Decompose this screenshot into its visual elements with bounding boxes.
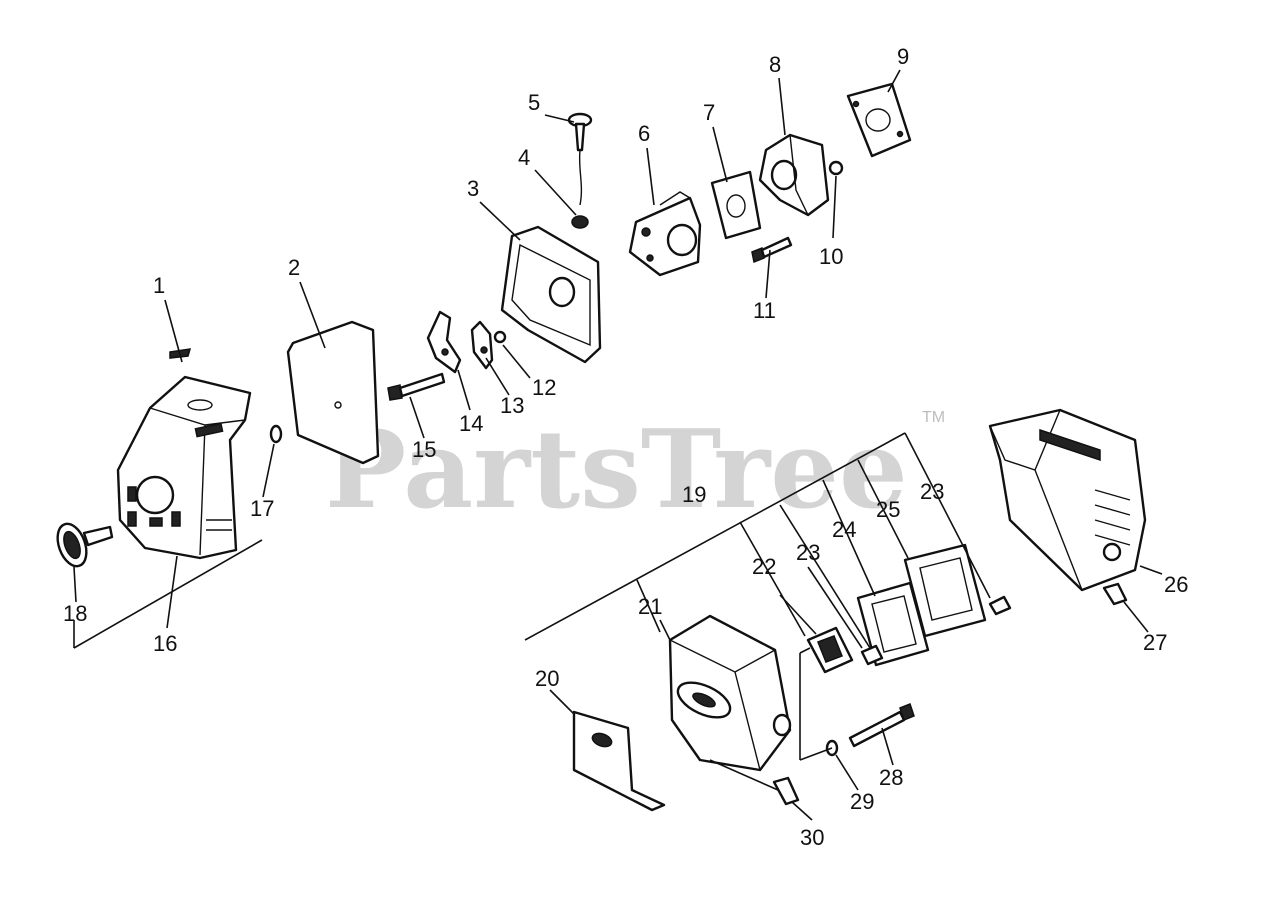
label-19[interactable]: 19 <box>682 482 706 507</box>
label-12[interactable]: 12 <box>532 375 556 400</box>
part-7-gasket[interactable] <box>710 170 762 240</box>
part-6-carburetor[interactable] <box>628 191 702 277</box>
label-6[interactable]: 6 <box>638 121 650 146</box>
label-20[interactable]: 20 <box>535 666 559 691</box>
label-1[interactable]: 1 <box>153 273 165 298</box>
part-21-muffler[interactable] <box>668 614 792 772</box>
part-17-o-ring[interactable] <box>269 424 283 444</box>
leader-lines <box>73 69 1163 821</box>
label-23-left[interactable]: 23 <box>796 540 820 565</box>
label-17[interactable]: 17 <box>250 496 274 521</box>
label-29[interactable]: 29 <box>850 789 874 814</box>
label-30[interactable]: 30 <box>800 825 824 850</box>
label-27[interactable]: 27 <box>1143 630 1167 655</box>
part-26-muffler-cover[interactable] <box>988 408 1147 592</box>
part-22-spark-screen[interactable] <box>806 626 854 674</box>
part-30-screw[interactable] <box>772 776 800 806</box>
part-10-nut[interactable] <box>828 160 844 176</box>
part-11-screw[interactable] <box>751 236 793 264</box>
part-5-choke-rod[interactable] <box>567 112 593 206</box>
part-9-gasket-plate[interactable] <box>846 82 912 158</box>
label-11[interactable]: 11 <box>753 298 776 323</box>
label-23-right[interactable]: 23 <box>920 479 944 504</box>
watermark-trademark: TM <box>922 409 945 426</box>
label-8[interactable]: 8 <box>769 52 781 77</box>
label-2[interactable]: 2 <box>288 255 300 280</box>
label-24[interactable]: 24 <box>832 517 856 542</box>
part-14-bracket[interactable] <box>426 310 462 374</box>
label-15[interactable]: 15 <box>412 437 436 462</box>
part-24-plate[interactable] <box>856 581 930 667</box>
label-28[interactable]: 28 <box>879 765 903 790</box>
part-8-insulator[interactable] <box>758 133 830 217</box>
watermark-text: PartsTree <box>325 407 908 533</box>
part-18-knob[interactable] <box>52 520 114 570</box>
label-14[interactable]: 14 <box>459 411 483 436</box>
part-13-choke-plate[interactable] <box>470 320 494 370</box>
part-16-air-cleaner-cover[interactable] <box>116 375 252 560</box>
part-27-screw[interactable] <box>1102 582 1128 606</box>
part-15-bolt[interactable] <box>387 372 446 401</box>
label-22[interactable]: 22 <box>752 554 776 579</box>
label-4[interactable]: 4 <box>518 145 530 170</box>
part-12-washer[interactable] <box>493 330 507 344</box>
label-5[interactable]: 5 <box>528 90 540 115</box>
part-4-grommet[interactable] <box>571 215 589 229</box>
label-7[interactable]: 7 <box>703 100 715 125</box>
label-9[interactable]: 9 <box>897 44 909 69</box>
label-3[interactable]: 3 <box>467 176 479 201</box>
label-26[interactable]: 26 <box>1164 572 1188 597</box>
part-28-long-bolt[interactable] <box>848 703 915 748</box>
part-labels: 1 2 3 4 5 6 7 8 9 10 11 12 13 14 15 16 1… <box>63 44 1188 850</box>
part-23-bolt-left[interactable] <box>860 644 884 666</box>
part-2-air-filter[interactable] <box>286 320 380 465</box>
label-16[interactable]: 16 <box>153 631 177 656</box>
label-10[interactable]: 10 <box>819 244 843 269</box>
part-3-air-cleaner-case[interactable] <box>500 225 602 364</box>
part-23-bolt-right[interactable] <box>988 595 1012 616</box>
label-21[interactable]: 21 <box>638 594 662 619</box>
label-13[interactable]: 13 <box>500 393 524 418</box>
label-18[interactable]: 18 <box>63 601 87 626</box>
label-25[interactable]: 25 <box>876 497 900 522</box>
part-20-gasket[interactable] <box>572 710 666 812</box>
